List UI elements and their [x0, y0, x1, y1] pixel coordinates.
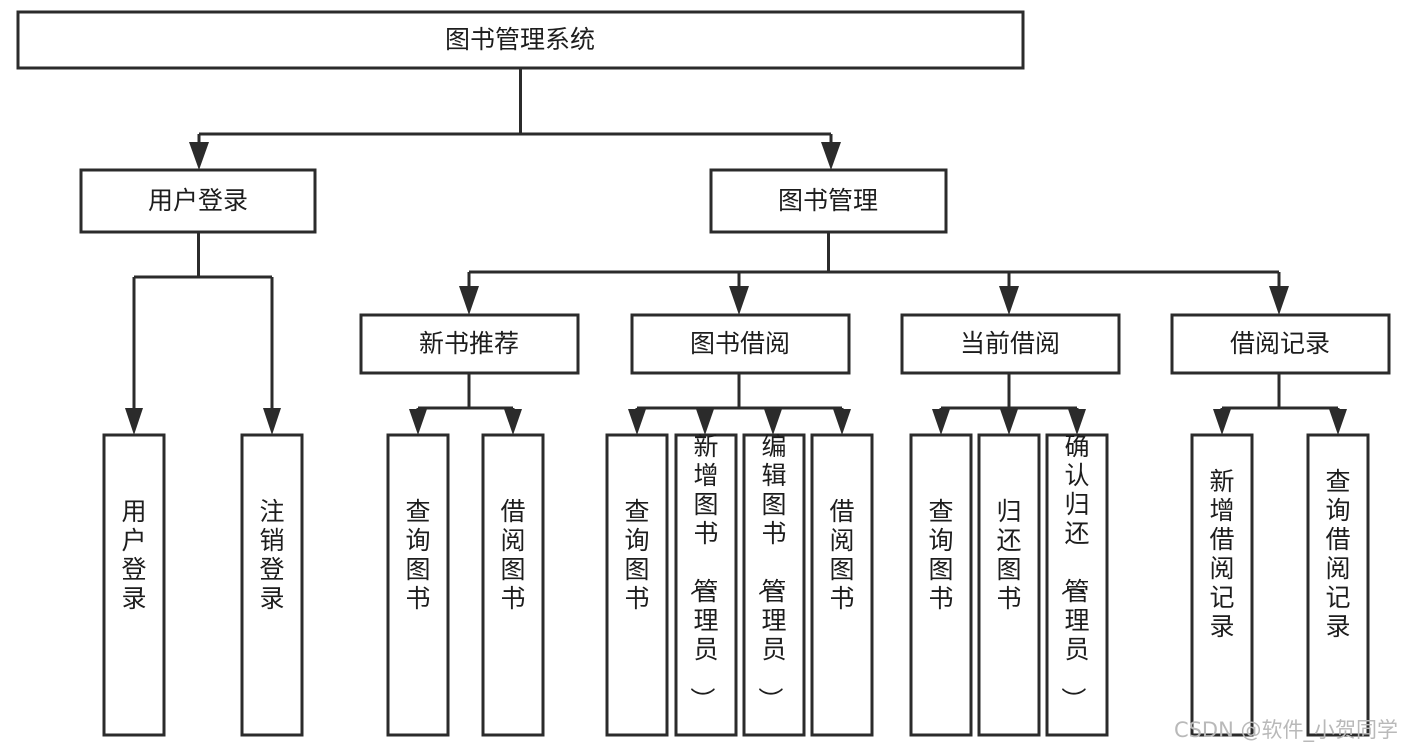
arrow-head-to-borrow-record: [1269, 286, 1289, 315]
arrow-head-to-book-borrow: [729, 286, 749, 315]
node-leaf-query-book-2-label: 查询图书: [624, 497, 649, 613]
node-leaf-borrow-book-2-box[interactable]: [810, 433, 874, 737]
node-current-borrow[interactable]: 当前借阅: [900, 313, 1121, 375]
node-leaf-query-book-3-box[interactable]: [909, 433, 973, 737]
arrow-head-to-leaf-borrow-book-1: [504, 409, 522, 435]
connector-new-book-recommend-to-leaves: [416, 373, 515, 421]
node-root-box[interactable]: [16, 10, 1025, 70]
node-book-manage[interactable]: 图书管理: [709, 168, 948, 234]
node-leaf-query-book-3-label: 查询图书: [928, 497, 953, 613]
node-borrow-record[interactable]: 借阅记录: [1170, 313, 1391, 375]
node-leaf-user-logout-box[interactable]: [240, 433, 304, 737]
node-leaf-query-book-1-box[interactable]: [386, 433, 450, 737]
node-root-book-management-system[interactable]: 图书管理系统: [16, 10, 1025, 70]
node-borrow-record-label: 借阅记录: [1230, 329, 1330, 358]
node-leaf-edit-book-label: 编辑图书（管理员）: [755, 432, 786, 712]
node-leaf-query-record-label: 查询借阅记录: [1325, 467, 1350, 641]
node-leaf-borrow-book-1-label: 借阅图书: [500, 497, 525, 613]
node-leaf-edit-book[interactable]: 编辑图书（管理员）: [742, 432, 806, 737]
connector-book-borrow-to-leaves: [635, 373, 844, 421]
node-current-borrow-label: 当前借阅: [960, 329, 1060, 358]
connector-book-manage-to-level3-bus: [467, 232, 1281, 300]
node-leaf-add-record-box[interactable]: [1190, 433, 1254, 737]
node-leaf-query-book-3[interactable]: 查询图书: [909, 433, 973, 737]
node-leaf-query-book-2-box[interactable]: [605, 433, 669, 737]
node-new-book-recommend[interactable]: 新书推荐: [359, 313, 580, 375]
node-leaf-add-record-label: 新增借阅记录: [1209, 467, 1234, 641]
node-leaf-add-book[interactable]: 新增图书（管理员）: [674, 432, 738, 737]
arrow-head-to-leaf-add-book: [696, 409, 714, 435]
node-book-borrow[interactable]: 图书借阅: [630, 313, 851, 375]
arrow-head-to-leaf-edit-book: [764, 409, 782, 435]
csdn-watermark: CSDN @软件_小贺同学: [1174, 718, 1398, 743]
connector-user-login-to-leaves: [132, 232, 274, 421]
node-borrow-record-box[interactable]: [1170, 313, 1391, 375]
node-leaf-user-logout[interactable]: 注销登录: [240, 433, 304, 737]
arrow-head-to-leaf-confirm-return: [1068, 409, 1086, 435]
node-leaf-return-book-label: 归还图书: [996, 497, 1021, 613]
node-leaf-return-book[interactable]: 归还图书: [977, 433, 1041, 737]
arrow-head-to-new-book-recommend: [459, 286, 479, 315]
node-leaf-borrow-book-2-label: 借阅图书: [829, 497, 854, 613]
node-new-book-recommend-box[interactable]: [359, 313, 580, 375]
connector-root-to-level2-bus: [197, 68, 833, 156]
arrow-head-to-leaf-borrow-book-2: [833, 409, 851, 435]
arrow-head-to-leaf-query-record: [1329, 409, 1347, 435]
arrow-head-to-book-manage: [821, 142, 841, 170]
node-leaf-confirm-return[interactable]: 确认归还（管理员）: [1045, 432, 1109, 737]
node-leaf-query-book-1-label: 查询图书: [405, 497, 430, 613]
node-leaf-user-login[interactable]: 用户登录: [102, 433, 166, 737]
node-leaf-confirm-return-label: 确认归还（管理员）: [1058, 432, 1089, 712]
node-user-login-box[interactable]: [79, 168, 317, 234]
connector-layer: [125, 68, 1347, 435]
node-leaf-borrow-book-1-box[interactable]: [481, 433, 545, 737]
node-leaf-borrow-book-1[interactable]: 借阅图书: [481, 433, 545, 737]
arrow-head-to-leaf-add-record: [1213, 409, 1231, 435]
node-book-manage-label: 图书管理: [778, 186, 878, 215]
node-leaf-borrow-book-2[interactable]: 借阅图书: [810, 433, 874, 737]
node-leaf-query-book-1[interactable]: 查询图书: [386, 433, 450, 737]
arrow-head-to-leaf-query-book-3: [932, 409, 950, 435]
node-book-manage-box[interactable]: [709, 168, 948, 234]
arrow-head-to-current-borrow: [999, 286, 1019, 315]
arrow-head-to-leaf-query-book-2: [628, 409, 646, 435]
node-leaf-edit-book-box[interactable]: [742, 433, 806, 737]
node-leaf-query-book-2[interactable]: 查询图书: [605, 433, 669, 737]
arrow-head-to-leaf-return-book: [1000, 409, 1018, 435]
node-leaf-user-login-label: 用户登录: [121, 497, 146, 613]
arrow-head-to-leaf-user-login: [125, 408, 143, 435]
node-leaf-add-record[interactable]: 新增借阅记录: [1190, 433, 1254, 737]
node-leaf-confirm-return-box[interactable]: [1045, 433, 1109, 737]
node-leaf-query-record[interactable]: 查询借阅记录: [1306, 433, 1370, 737]
node-book-borrow-box[interactable]: [630, 313, 851, 375]
node-book-borrow-label: 图书借阅: [690, 329, 790, 358]
connector-borrow-record-to-leaves: [1220, 373, 1340, 421]
arrow-head-to-leaf-user-logout: [263, 408, 281, 435]
node-new-book-recommend-label: 新书推荐: [419, 329, 519, 358]
node-leaf-user-logout-label: 注销登录: [259, 497, 284, 613]
node-user-login[interactable]: 用户登录: [79, 168, 317, 234]
node-user-login-label: 用户登录: [148, 186, 248, 215]
node-root-label: 图书管理系统: [445, 25, 595, 54]
node-leaf-add-book-label: 新增图书（管理员）: [687, 432, 718, 712]
node-leaf-return-book-box[interactable]: [977, 433, 1041, 737]
arrow-head-to-leaf-query-book-1: [409, 409, 427, 435]
node-leaf-query-record-box[interactable]: [1306, 433, 1370, 737]
node-leaf-user-login-box[interactable]: [102, 433, 166, 737]
arrow-head-to-user-login: [189, 142, 209, 170]
node-leaf-add-book-box[interactable]: [674, 433, 738, 737]
node-current-borrow-box[interactable]: [900, 313, 1121, 375]
